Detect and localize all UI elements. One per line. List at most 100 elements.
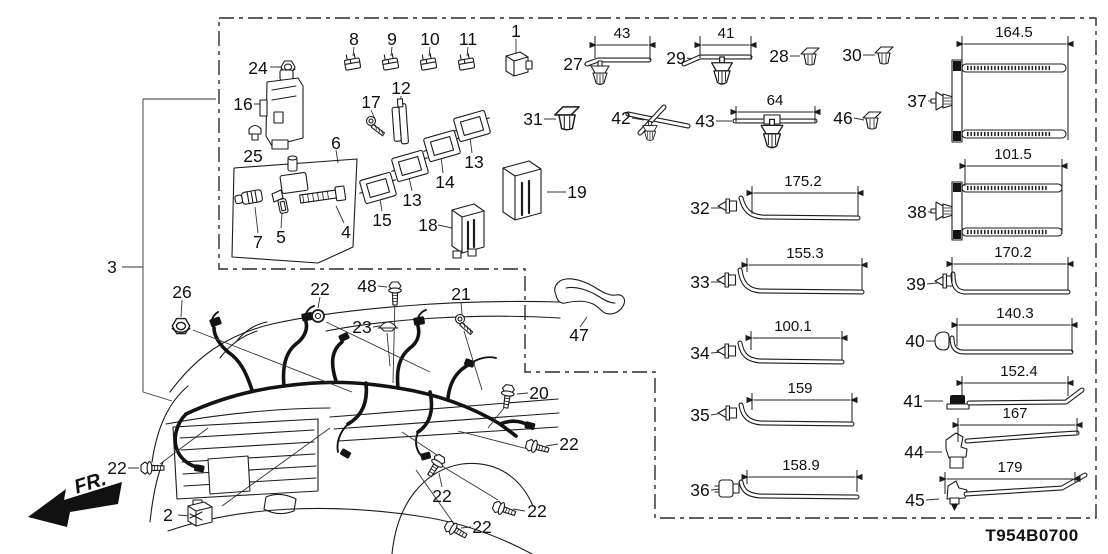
callout-3: 3 xyxy=(107,257,117,277)
callout-25: 25 xyxy=(243,146,262,166)
dim-32-label: 175.2 xyxy=(784,173,822,190)
callout-17: 17 xyxy=(361,92,380,112)
bolt-22f-icon xyxy=(442,518,470,543)
callout-22b: 22 xyxy=(107,458,126,478)
callout-45: 45 xyxy=(905,490,924,510)
callout-10: 10 xyxy=(420,29,440,49)
dim-37-label: 164.5 xyxy=(995,24,1033,41)
bracket-47-icon xyxy=(554,278,626,315)
callout-22d: 22 xyxy=(559,434,578,454)
callout-22e: 22 xyxy=(527,501,546,521)
bolt-22e-icon xyxy=(490,499,518,520)
clip-36-icon xyxy=(714,479,860,500)
tie-38-icon xyxy=(930,181,1063,241)
cover-13b-icon xyxy=(452,109,492,143)
nut-26-icon xyxy=(171,317,191,335)
dim-45-label: 179 xyxy=(997,459,1022,476)
bracket-12-icon xyxy=(391,98,409,145)
grommet-22a-icon xyxy=(311,309,325,323)
bracket-44-icon xyxy=(945,430,1080,469)
clip-33-icon xyxy=(716,267,865,295)
clip-41-icon xyxy=(946,387,1085,410)
callout-19: 19 xyxy=(567,182,586,202)
dim-38-label: 101.5 xyxy=(994,146,1032,163)
callout-8: 8 xyxy=(349,29,359,49)
callout-23: 23 xyxy=(352,317,371,337)
callout-30: 30 xyxy=(842,45,862,65)
dim-44-label: 167 xyxy=(1002,405,1027,422)
part6-detail-box xyxy=(231,155,358,264)
callout-43: 43 xyxy=(695,111,714,131)
callout-26: 26 xyxy=(172,282,191,302)
clip-32-icon xyxy=(717,195,861,221)
clip-31-icon xyxy=(554,106,580,131)
fusebox-16-icon xyxy=(259,69,304,150)
clip-43-icon xyxy=(732,114,818,149)
callout-47: 47 xyxy=(569,325,588,345)
fuse-8-icon xyxy=(342,52,362,71)
clip-42-icon xyxy=(625,104,691,141)
dim-29-label: 41 xyxy=(718,25,735,42)
callout-13b: 13 xyxy=(464,152,483,172)
callout-14: 14 xyxy=(435,172,455,192)
callout-39: 39 xyxy=(906,274,925,294)
dim-41-label: 152.4 xyxy=(1000,363,1038,380)
callout-22a: 22 xyxy=(310,279,329,299)
callout-27: 27 xyxy=(563,54,582,74)
callout-28: 28 xyxy=(769,46,788,66)
callout-37: 37 xyxy=(907,91,926,111)
fuse-9-icon xyxy=(380,52,400,71)
callout-46: 46 xyxy=(833,108,852,128)
callout-33: 33 xyxy=(690,272,709,292)
clip-30-icon xyxy=(874,46,894,65)
callout-20: 20 xyxy=(529,383,549,403)
callout-48: 48 xyxy=(357,276,376,296)
clip-39-icon xyxy=(934,271,1071,295)
sensor-assembly-icon xyxy=(271,155,309,203)
dim-33-label: 155.3 xyxy=(786,245,824,262)
clip-46-icon xyxy=(862,111,882,130)
clip-40-icon xyxy=(934,331,1074,355)
callout-5: 5 xyxy=(276,227,286,247)
module-18-icon xyxy=(451,203,485,259)
part3-leader-lines xyxy=(122,98,216,402)
clip-23-icon xyxy=(377,321,399,332)
callout-16: 16 xyxy=(233,94,252,114)
cover-13-icon xyxy=(390,149,430,183)
callout-42: 42 xyxy=(611,108,630,128)
callout-9: 9 xyxy=(387,29,397,49)
callout-1: 1 xyxy=(511,21,521,41)
callout-34: 34 xyxy=(690,343,710,363)
callout-2: 2 xyxy=(163,505,173,525)
dim-27-label: 43 xyxy=(614,25,631,42)
bolt-20-icon xyxy=(498,383,516,410)
clip-35-icon xyxy=(717,402,855,427)
callout-7: 7 xyxy=(253,232,263,252)
callout-31: 31 xyxy=(523,109,542,129)
phantom-border xyxy=(218,17,1097,519)
dim-34-label: 100.1 xyxy=(774,318,812,335)
cover-14-icon xyxy=(422,129,462,163)
dim-35-label: 159 xyxy=(787,380,812,397)
callout-29: 29 xyxy=(666,48,685,68)
callout-13a: 13 xyxy=(402,190,421,210)
clip-34-icon xyxy=(716,340,845,365)
wire-harness-illustration xyxy=(173,305,536,473)
connector-7-icon xyxy=(234,189,263,205)
vehicle-front-illustration xyxy=(149,300,561,554)
screw-17-icon xyxy=(364,115,388,137)
diagram-code: T954B0700 xyxy=(985,526,1078,545)
dim-36-label: 158.9 xyxy=(782,457,820,474)
callout-24: 24 xyxy=(248,58,268,78)
callout-35: 35 xyxy=(690,405,709,425)
callout-6: 6 xyxy=(331,133,341,153)
relay-1-icon xyxy=(505,51,533,77)
clip-27-icon xyxy=(584,57,652,86)
dim-43-label: 64 xyxy=(767,92,784,109)
callout-36: 36 xyxy=(690,480,709,500)
bolt-48-icon xyxy=(388,281,402,306)
callout-32: 32 xyxy=(690,198,709,218)
dimension-lines: 43 41 64 175.2 155.3 100.1 159 158.9 164… xyxy=(589,24,1083,494)
tie-37-icon xyxy=(930,59,1067,143)
callout-labels: 1 2 3 4 5 6 7 8 9 10 11 12 13 13 14 15 1… xyxy=(107,21,927,537)
